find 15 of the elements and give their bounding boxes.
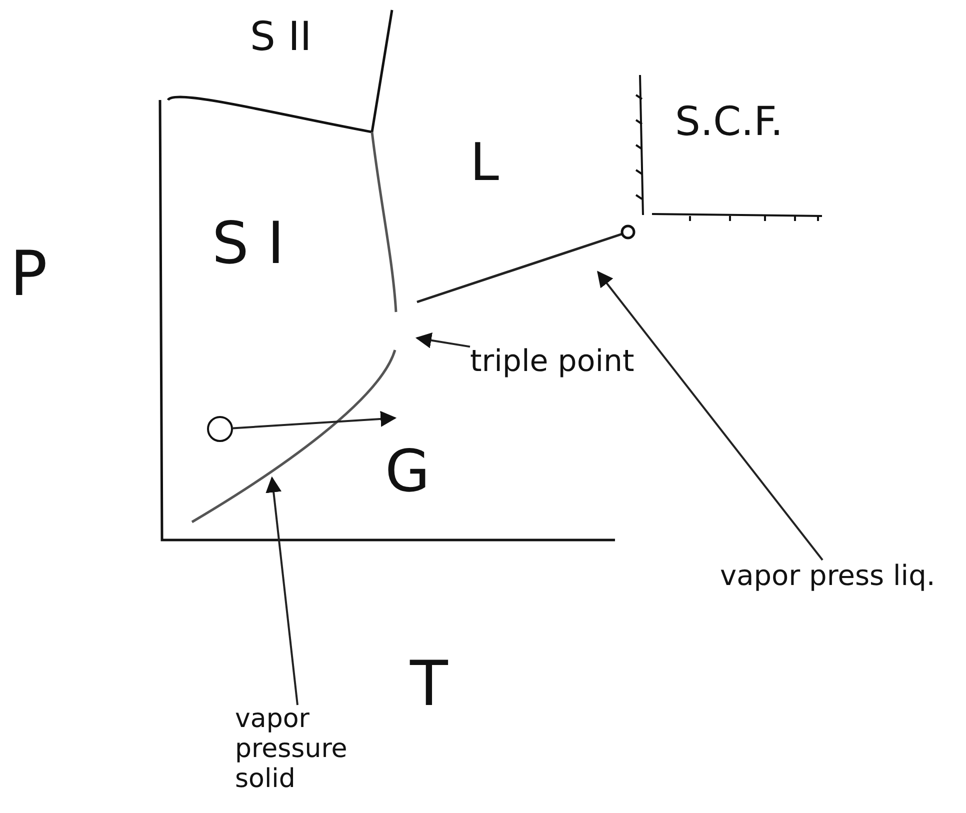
region-label: L bbox=[470, 135, 499, 192]
axis-label: T bbox=[410, 650, 448, 718]
region-label: S I bbox=[212, 212, 284, 276]
region-label: G bbox=[385, 440, 430, 504]
arrow bbox=[232, 410, 397, 430]
axis-label: P bbox=[10, 240, 48, 308]
leader-arrow bbox=[597, 270, 824, 561]
annotation-text: vapor pressure solid bbox=[235, 705, 370, 795]
region-label: S II bbox=[250, 15, 312, 59]
region-label: S.C.F. bbox=[675, 100, 784, 144]
state-point-marker bbox=[207, 416, 233, 442]
leader-arrow bbox=[266, 476, 298, 706]
leader-arrow bbox=[415, 332, 470, 348]
annotation-text: triple point bbox=[470, 345, 660, 380]
annotation-text: vapor press liq. bbox=[720, 560, 950, 592]
